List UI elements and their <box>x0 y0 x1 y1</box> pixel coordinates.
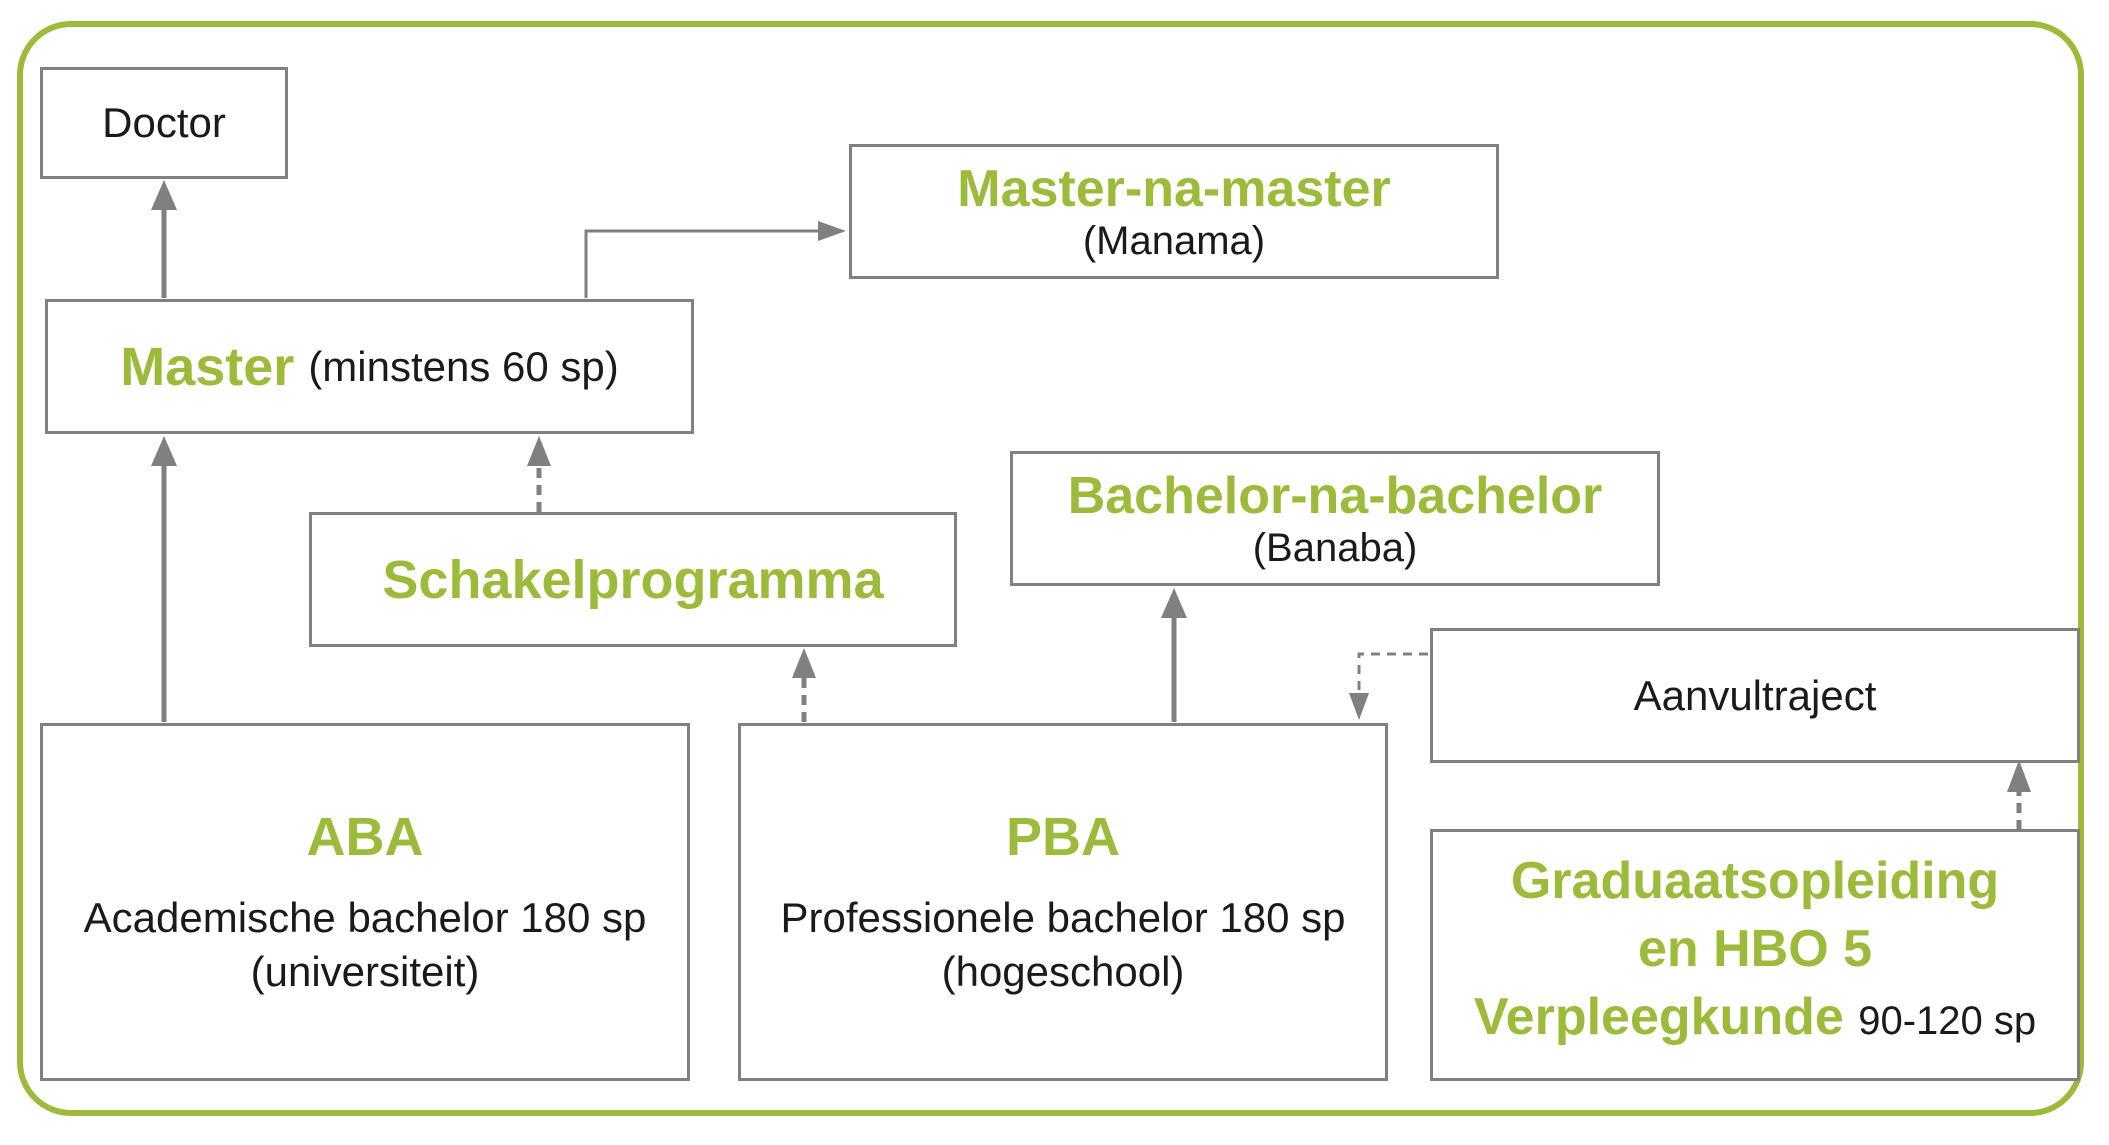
pba-title: PBA <box>1005 807 1120 867</box>
schakelprogramma-title: Schakelprogramma <box>382 549 884 610</box>
banaba-box: Bachelor-na-bachelor (Banaba) <box>1010 451 1660 586</box>
manama-subtitle: (Manama) <box>1082 218 1266 263</box>
manama-title: Master-na-master <box>957 159 1391 218</box>
arrow-pba-to-schakel-head <box>792 648 816 678</box>
doctor-box: Doctor <box>40 67 288 179</box>
arrow-aanvul-to-pba <box>1357 652 1428 693</box>
diagram-frame <box>17 21 2084 1116</box>
arrow-master-to-manama-head <box>818 221 846 241</box>
hbo-line2: en HBO 5 <box>1637 919 1873 978</box>
hbo-line1: Graduaatsopleiding <box>1510 851 2000 910</box>
banaba-subtitle: (Banaba) <box>1252 525 1418 570</box>
pba-line1: Professionele bachelor 180 sp <box>780 894 1346 941</box>
arrow-pba-to-banaba-head <box>1161 588 1187 618</box>
master-subtitle: (minstens 60 sp) <box>308 342 619 390</box>
banaba-title: Bachelor-na-bachelor <box>1067 466 1603 525</box>
arrow-aanvul-to-pba-head <box>1349 693 1369 720</box>
aanvultraject-label: Aanvultraject <box>1633 671 1877 719</box>
aba-title: ABA <box>306 807 424 867</box>
aba-box: ABA Academische bachelor 180 sp (univers… <box>40 723 690 1081</box>
pba-box: PBA Professionele bachelor 180 sp (hoges… <box>738 723 1388 1081</box>
hbo-line3-row: Verpleegkunde 90-120 sp <box>1474 983 2036 1064</box>
arrow-master-to-manama <box>584 229 818 298</box>
manama-box: Master-na-master (Manama) <box>849 144 1499 279</box>
pba-line2: (hogeschool) <box>941 948 1185 995</box>
aanvultraject-box: Aanvultraject <box>1430 628 2080 763</box>
arrow-aba-to-master-head <box>151 436 177 466</box>
aba-line2: (universiteit) <box>250 948 480 995</box>
arrow-master-to-doctor-head <box>151 180 177 210</box>
schakelprogramma-box: Schakelprogramma <box>309 512 957 647</box>
hbo-credits: 90-120 sp <box>1858 998 2037 1043</box>
master-title: Master <box>120 336 295 397</box>
arrow-schakel-to-master-head <box>527 436 551 466</box>
aba-line1: Academische bachelor 180 sp <box>83 894 647 941</box>
hbo-box: Graduaatsopleiding en HBO 5 Verpleegkund… <box>1430 829 2080 1081</box>
master-box: Master (minstens 60 sp) <box>45 299 694 434</box>
hbo-line3: Verpleegkunde <box>1473 987 1844 1046</box>
doctor-label: Doctor <box>102 99 226 146</box>
arrow-hbo-to-aanvul-head <box>2007 760 2031 792</box>
